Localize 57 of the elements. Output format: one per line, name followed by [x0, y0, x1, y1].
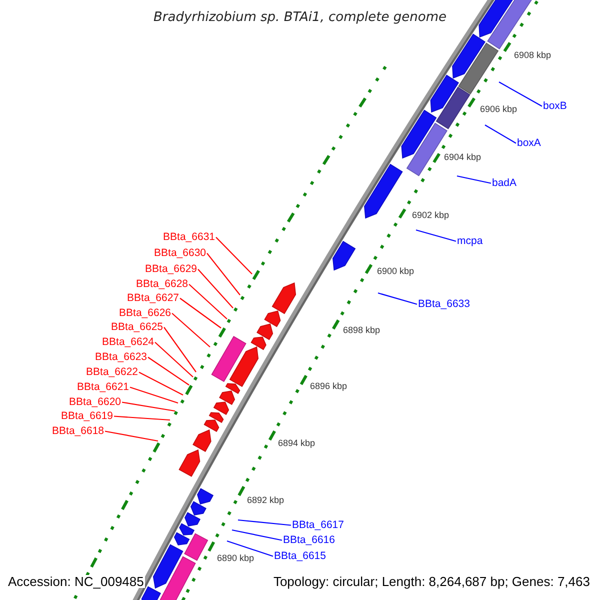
leader-line: [238, 519, 292, 526]
leader-line: [188, 284, 228, 320]
gene-label: mcpa: [457, 236, 483, 246]
leader-line: [122, 402, 176, 412]
gene-label: boxA: [517, 138, 541, 148]
tick-label: 6890 kbp: [217, 554, 254, 563]
gene-label: BBta_6621: [77, 382, 129, 392]
tick-label: 6892 kbp: [247, 496, 284, 505]
tick-label: 6906 kbp: [480, 105, 518, 114]
gene-label: BBta_6630: [154, 248, 206, 258]
leader-line: [164, 326, 196, 372]
diagram-title: Bradyrhizobium sp. BTAi1, complete genome: [152, 11, 448, 24]
gene-label: badA: [492, 178, 517, 188]
leader-line: [172, 312, 210, 348]
tick-label: 6904 kbp: [444, 153, 482, 162]
tick-label: 6908 kbp: [514, 51, 552, 60]
gene-label: BBta_6633: [418, 299, 470, 310]
gene-label: BBta_6620: [69, 397, 121, 408]
gene-label: boxB: [543, 101, 567, 112]
gene-label: BBta_6628: [136, 279, 188, 290]
gene-label: BBta_6618: [52, 426, 104, 436]
leader-line: [226, 540, 274, 557]
gene-label: BBta_6619: [61, 411, 113, 422]
leader-line: [104, 430, 158, 442]
gene-label: BBta_6617: [292, 520, 344, 530]
tick-label: 6902 kbp: [412, 211, 450, 220]
leader-line: [232, 529, 282, 541]
tick-label: 6896 kbp: [310, 382, 348, 391]
tick-label: 6898 kbp: [343, 326, 380, 335]
leader-line: [148, 356, 190, 386]
gene-label: BBta_6626: [119, 308, 171, 318]
leader-line: [498, 82, 542, 107]
gene-label: BBta_6624: [102, 337, 154, 348]
gene-label: BBta_6622: [86, 367, 138, 378]
gene-label: BBta_6616: [283, 535, 335, 546]
leader-line: [206, 252, 240, 296]
tick-label: 6900 kbp: [377, 267, 414, 276]
accession-text: Accession: NC_009485: [7, 575, 145, 588]
leader-line: [378, 292, 418, 305]
leader-line: [416, 229, 456, 242]
genome-info-text: Topology: circular; Length: 8,264,687 bp; Genes: 7,463: [272, 575, 591, 588]
leader-line: [138, 372, 184, 396]
leader-line: [484, 124, 516, 144]
gene-label: BBta_6629: [145, 264, 197, 274]
tick-label: 6894 kbp: [278, 439, 316, 448]
leader-line: [216, 236, 252, 274]
leader-line: [198, 268, 234, 308]
gene-label: BBta_6615: [274, 551, 326, 562]
gene-label: BBta_6631: [163, 232, 215, 242]
leader-line: [154, 342, 194, 378]
gene-label: BBta_6625: [111, 322, 163, 332]
gene-label: BBta_6623: [95, 352, 147, 362]
leader-line: [180, 298, 222, 328]
gene-label: BBta_6627: [127, 293, 179, 304]
leader-line: [114, 416, 170, 421]
leader-line: [130, 386, 178, 404]
leader-line: [456, 175, 492, 184]
